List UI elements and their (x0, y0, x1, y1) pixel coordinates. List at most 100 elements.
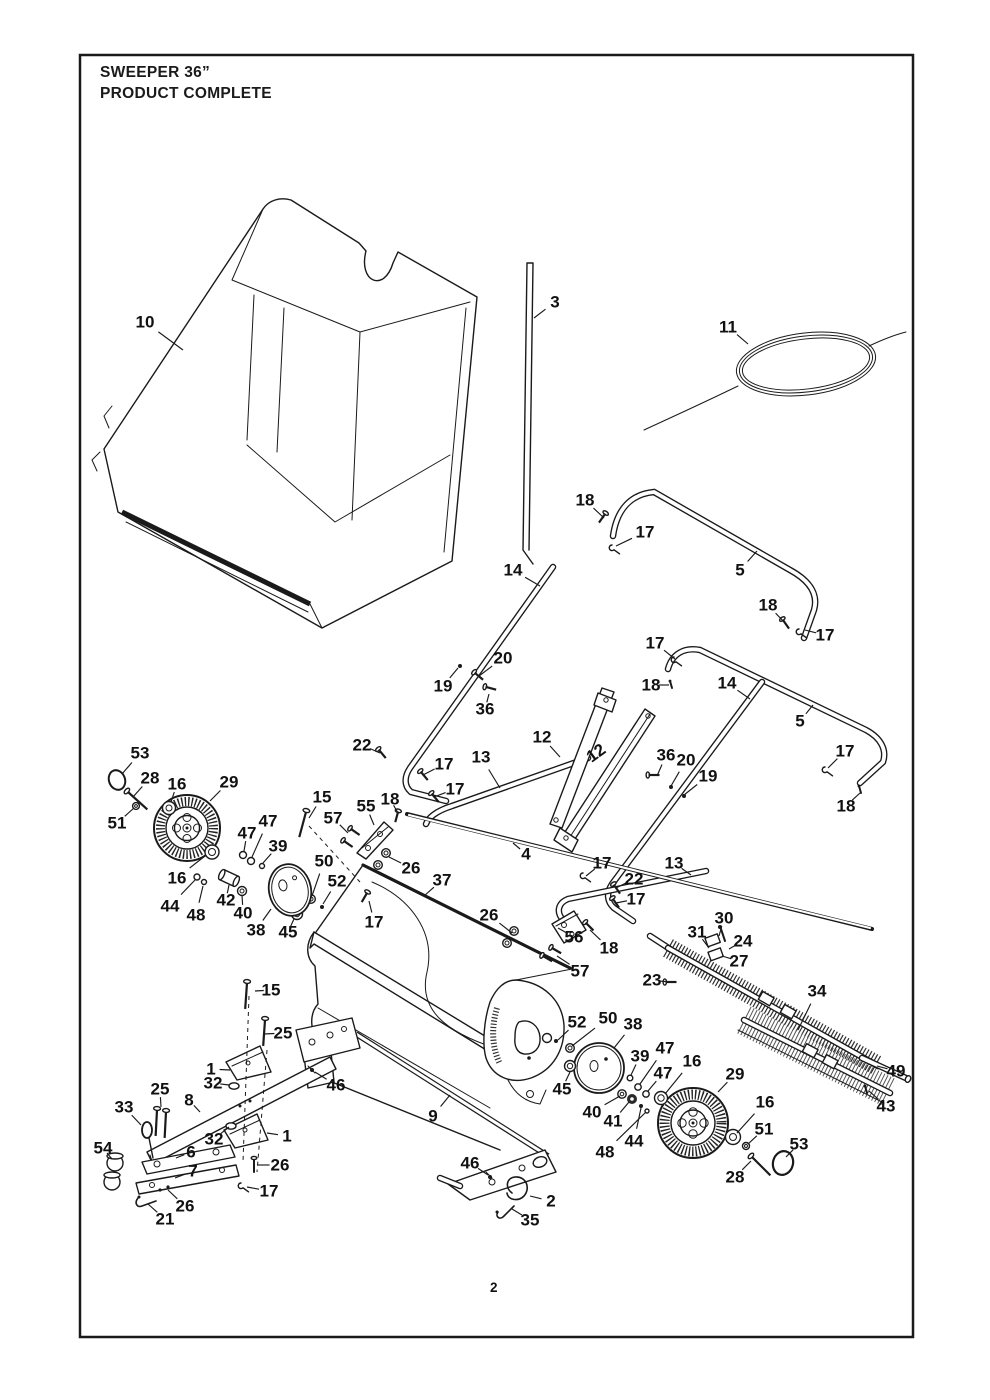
wheel-left-axle-hardware (107, 769, 177, 816)
part-callout-8: 8 (184, 1090, 194, 1110)
part-callout-22: 22 (352, 735, 372, 755)
lower-handle-part-5 (664, 646, 888, 794)
part-callout-7: 7 (188, 1161, 198, 1181)
part-callout-52: 52 (327, 871, 347, 891)
support-rails-part-12 (549, 687, 656, 853)
part-callout-9: 9 (428, 1106, 438, 1126)
part-callout-5: 5 (735, 560, 745, 580)
part-callout-10: 10 (135, 312, 155, 332)
part-callout-16: 16 (682, 1051, 702, 1071)
part-callout-17: 17 (364, 912, 384, 932)
part-callout-29: 29 (219, 772, 239, 792)
part-callout-16: 16 (755, 1092, 775, 1112)
part-callout-36: 36 (475, 699, 495, 719)
part-callout-17: 17 (815, 625, 835, 645)
part-callout-20: 20 (676, 750, 696, 770)
part-callout-49: 49 (886, 1061, 906, 1081)
part-callout-18: 18 (380, 789, 400, 809)
page-title-line1: SWEEPER 36” (100, 64, 211, 81)
part-callout-54: 54 (93, 1138, 113, 1158)
part-callout-17: 17 (259, 1181, 279, 1201)
part-callout-48: 48 (595, 1142, 615, 1162)
part-callout-40: 40 (582, 1102, 602, 1122)
part-callout-11: 11 (719, 317, 737, 337)
part-callout-37: 37 (432, 870, 452, 890)
part-callout-27: 27 (729, 951, 749, 971)
handle-tube-part-13-right (555, 867, 710, 924)
part-callout-41: 41 (603, 1111, 623, 1131)
part-callout-19: 19 (698, 766, 718, 786)
part-callout-47: 47 (258, 811, 278, 831)
part-callout-17: 17 (434, 754, 454, 774)
tension-rod-part-37 (361, 863, 572, 970)
part-callout-18: 18 (599, 938, 619, 958)
wheel-right-part-29 (657, 1087, 729, 1159)
part-callout-23: 23 (642, 970, 662, 990)
part-callout-15: 15 (312, 787, 332, 807)
part-callout-26: 26 (479, 905, 499, 925)
page-title-line2: PRODUCT COMPLETE (100, 85, 272, 102)
part-callout-35: 35 (520, 1210, 540, 1230)
handle-tube-part-14-left (402, 563, 557, 805)
part-callout-38: 38 (623, 1014, 643, 1034)
part-callout-28: 28 (725, 1167, 745, 1187)
part-callout-25: 25 (273, 1023, 293, 1043)
part-callout-17: 17 (635, 522, 655, 542)
part-callout-52: 52 (567, 1012, 587, 1032)
part-callout-15: 15 (261, 980, 281, 1000)
part-callout-32: 32 (203, 1073, 223, 1093)
brush-clamp-parts-30-31-24-27 (662, 925, 726, 986)
drive-disc-left-part-38 (267, 863, 313, 917)
deck-bracket-part-55 (339, 807, 403, 860)
part-callout-1: 1 (206, 1059, 216, 1079)
part-callout-22: 22 (624, 869, 644, 889)
part-callout-33: 33 (114, 1097, 134, 1117)
drum-housing-body (302, 848, 573, 1151)
wheel-right-axle-hardware (724, 1128, 795, 1179)
part-callout-47: 47 (655, 1038, 675, 1058)
support-bar-part-4 (405, 812, 874, 931)
rod-part-3 (522, 262, 534, 565)
part-callout-13: 13 (664, 853, 684, 873)
cable-coil-tails (643, 331, 907, 431)
part-callout-46: 46 (326, 1075, 346, 1095)
hopper-part-10 (91, 198, 478, 629)
part-callout-43: 43 (876, 1096, 896, 1116)
part-callout-17: 17 (645, 633, 665, 653)
part-callout-18: 18 (575, 490, 595, 510)
part-callout-2: 2 (546, 1191, 556, 1211)
part-callout-47: 47 (237, 823, 257, 843)
part-callout-50: 50 (598, 1008, 618, 1028)
part-callout-34: 34 (807, 981, 827, 1001)
part-callout-51: 51 (107, 813, 127, 833)
part-callout-6: 6 (186, 1142, 196, 1162)
part-callout-20: 20 (493, 648, 513, 668)
part-callout-17: 17 (445, 779, 465, 799)
part-callout-32: 32 (204, 1129, 224, 1149)
part-callout-19: 19 (433, 676, 453, 696)
part-callout-44: 44 (624, 1131, 644, 1151)
part-callout-26: 26 (401, 858, 421, 878)
part-callout-24: 24 (733, 931, 753, 951)
wheel-right-hub-hardware (554, 1039, 669, 1114)
part-callout-45: 45 (278, 922, 298, 942)
part-callout-36: 36 (656, 745, 676, 765)
page-border (78, 53, 915, 1339)
part-callout-26: 26 (175, 1196, 195, 1216)
part-callout-44: 44 (160, 896, 180, 916)
part-callout-28: 28 (140, 768, 160, 788)
part-callout-26: 26 (270, 1155, 290, 1175)
part-callout-48: 48 (186, 905, 206, 925)
assembly-guide-lines (242, 807, 361, 1173)
part-callout-53: 53 (789, 1134, 809, 1154)
part-callout-16: 16 (167, 868, 187, 888)
part-callout-57: 57 (570, 961, 590, 981)
part-callout-14: 14 (717, 673, 737, 693)
part-callout-46: 46 (460, 1153, 480, 1173)
upper-handle-part-5 (595, 488, 819, 642)
part-callout-57: 57 (323, 808, 343, 828)
part-callout-18: 18 (758, 595, 778, 615)
part-callout-56: 56 (564, 927, 584, 947)
